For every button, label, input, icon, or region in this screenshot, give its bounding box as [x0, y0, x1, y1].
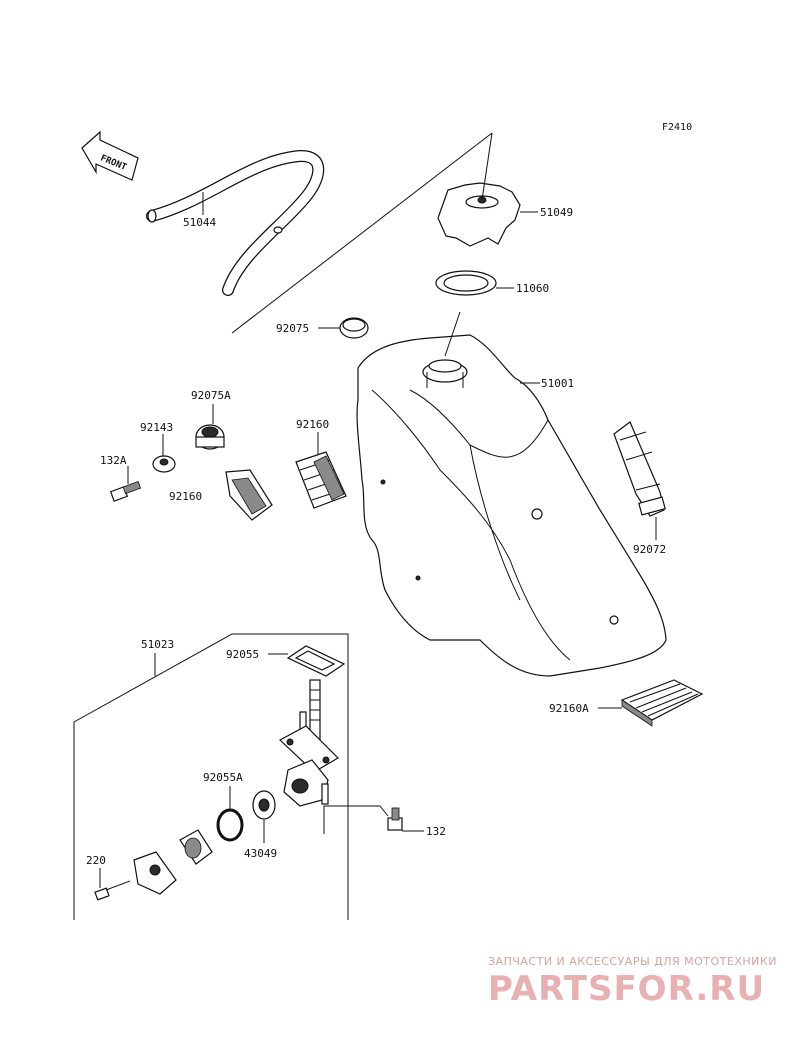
divider-line [231, 132, 493, 334]
label-92143: 92143 [140, 421, 173, 434]
label-51001: 51001 [541, 377, 574, 390]
screw [94, 880, 131, 901]
front-arrow-icon: FRONT [81, 130, 139, 181]
pad-rear [620, 679, 704, 727]
fuel-cock-frame [73, 633, 349, 920]
filter [252, 790, 276, 820]
watermark: ЗАПЧАСТИ И АКСЕССУАРЫ ДЛЯ МОТОТЕХНИКИ PA… [488, 955, 777, 1009]
label-92055: 92055 [226, 648, 259, 661]
label-51044: 51044 [183, 216, 216, 229]
collar [152, 455, 176, 473]
pad-center [295, 451, 347, 509]
fuel-tank [356, 334, 667, 677]
label-11060: 11060 [516, 282, 549, 295]
label-92160a: 92160A [549, 702, 589, 715]
label-92075: 92075 [276, 322, 309, 335]
label-132a: 132A [100, 454, 127, 467]
label-92072: 92072 [633, 543, 666, 556]
damper [195, 424, 225, 450]
label-220: 220 [86, 854, 106, 867]
plug [339, 317, 369, 339]
pad-left [225, 469, 273, 521]
figure-code: F2410 [662, 122, 692, 133]
cock-lever [179, 829, 213, 865]
cover-plate [133, 851, 177, 895]
label-43049: 43049 [244, 847, 277, 860]
label-51049: 51049 [540, 206, 573, 219]
cap-gasket [435, 270, 497, 296]
fuel-cock [278, 679, 339, 807]
o-ring [216, 808, 244, 842]
bolt [109, 480, 142, 502]
label-92075a: 92075A [191, 389, 231, 402]
label-132: 132 [426, 825, 446, 838]
label-92160-left: 92160 [169, 490, 202, 503]
label-51023: 51023 [141, 638, 174, 651]
bolt-132 [387, 807, 403, 831]
cock-gasket [286, 645, 346, 677]
label-92160-center: 92160 [296, 418, 329, 431]
watermark-tagline: ЗАПЧАСТИ И АКСЕССУАРЫ ДЛЯ МОТОТЕХНИКИ [488, 955, 777, 968]
tank-band [613, 421, 666, 517]
breather-hose [146, 150, 325, 296]
fuel-cap [437, 182, 521, 247]
label-92055a: 92055A [203, 771, 243, 784]
watermark-logo: PARTSFOR.RU [488, 969, 765, 1009]
